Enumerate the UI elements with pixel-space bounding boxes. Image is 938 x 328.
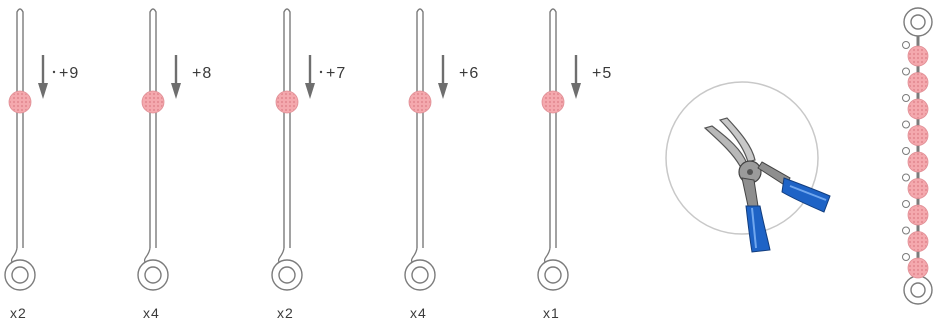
beaded-link-chain — [902, 7, 933, 305]
chain-top-ring-inner — [910, 14, 926, 30]
eye-pin — [4, 8, 56, 291]
down-arrow-head — [438, 83, 448, 99]
eye-pin — [404, 8, 448, 291]
dot-marker — [52, 70, 56, 74]
pin-shaft — [283, 8, 291, 248]
link-loop — [902, 173, 910, 182]
chain-bead — [907, 231, 929, 252]
pin-eye-outer — [137, 259, 169, 291]
pin-eye-inner — [411, 266, 429, 284]
chain-bead — [907, 257, 929, 279]
pink-bead — [541, 90, 565, 114]
pliers-illustration — [665, 81, 831, 253]
chain-bead — [907, 125, 929, 146]
pink-bead — [408, 90, 432, 114]
link-loop — [902, 94, 910, 102]
step-label: +9 — [59, 65, 80, 82]
quantity-label: x2 — [10, 305, 27, 321]
chain-bead — [907, 72, 929, 93]
pin-eye-inner — [144, 266, 162, 284]
quantity-label: x1 — [543, 305, 560, 321]
eye-pin — [137, 8, 181, 291]
pin-eye-inner — [11, 266, 29, 284]
chain-bottom-ring-inner — [910, 282, 926, 298]
quantity-label: x4 — [410, 305, 427, 321]
down-arrow-head — [571, 83, 581, 99]
chain-bead — [907, 151, 929, 173]
link-loop — [902, 226, 910, 235]
eye-pins-group — [4, 8, 581, 291]
link-loop — [902, 67, 910, 76]
pin-eye-inner — [278, 266, 296, 284]
round-nose-pliers-icon — [703, 117, 831, 253]
pink-bead — [141, 90, 165, 114]
chain-bead — [907, 45, 929, 67]
pin-shaft — [416, 8, 424, 248]
pin-eye-outer — [537, 259, 569, 291]
link-loop — [902, 120, 910, 129]
chain-bead — [907, 178, 929, 199]
pin-shaft — [549, 8, 557, 248]
pin-eye-outer — [4, 259, 36, 291]
eye-pin — [271, 8, 323, 291]
chain-bottom-ring-outer — [903, 275, 933, 305]
link-loop — [902, 147, 910, 155]
step-label: +6 — [459, 65, 480, 82]
pink-bead — [275, 90, 299, 114]
chain-top-ring-outer — [903, 7, 933, 37]
step-label: +8 — [192, 65, 213, 82]
chain-bead — [907, 204, 929, 226]
pin-eye-outer — [404, 259, 436, 291]
pin-shaft — [16, 8, 24, 248]
down-arrow-head — [171, 83, 181, 99]
quantity-label: x2 — [277, 305, 294, 321]
pin-eye-outer — [271, 259, 303, 291]
chain-bead — [907, 98, 929, 120]
quantity-label: x4 — [143, 305, 160, 321]
pink-bead — [8, 90, 32, 114]
pin-shaft — [149, 8, 157, 248]
step-label: +7 — [326, 65, 347, 82]
dot-marker — [319, 70, 323, 74]
down-arrow-head — [38, 83, 48, 99]
link-loop — [902, 41, 910, 49]
link-loop — [902, 200, 910, 208]
link-loop — [902, 253, 910, 261]
step-label: +5 — [592, 65, 613, 82]
down-arrow-head — [305, 83, 315, 99]
eye-pin — [537, 8, 581, 291]
pin-eye-inner — [544, 266, 562, 284]
